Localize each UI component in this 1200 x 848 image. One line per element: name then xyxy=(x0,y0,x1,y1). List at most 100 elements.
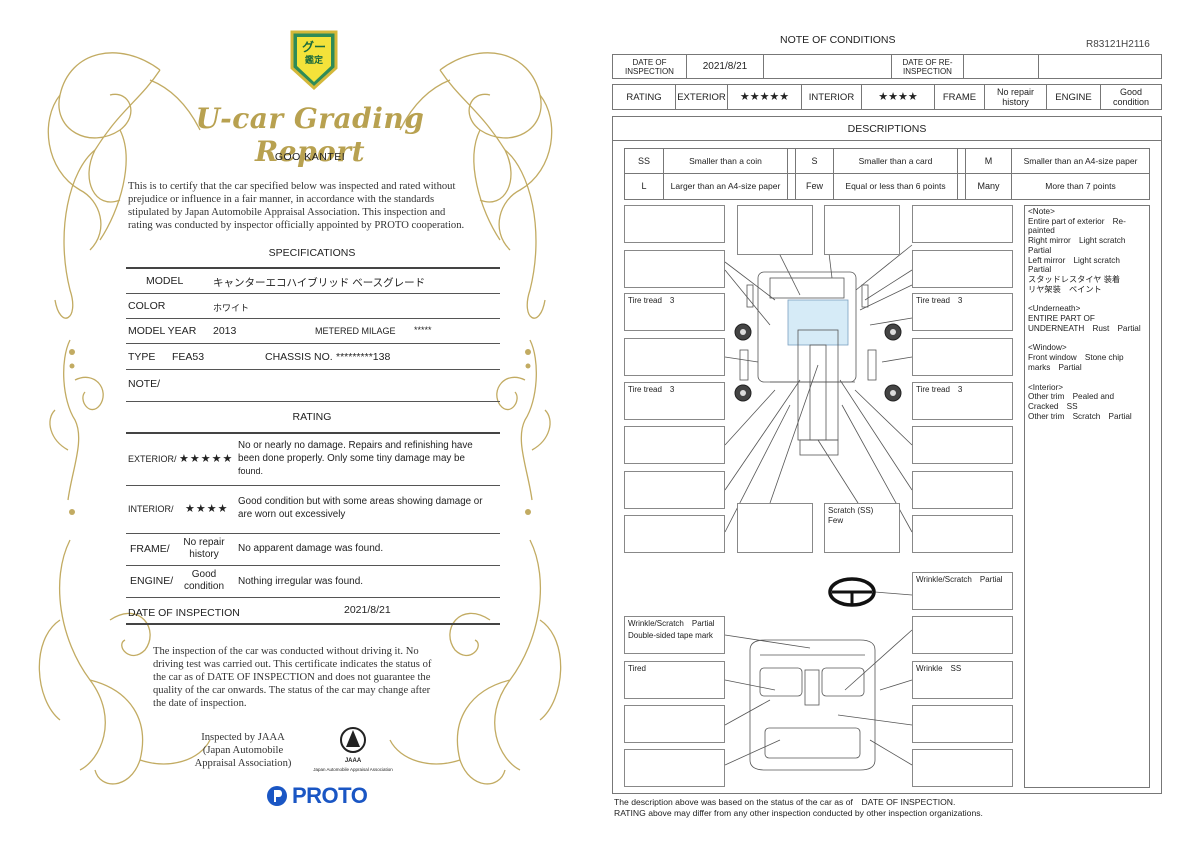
condition-box xyxy=(624,426,725,464)
engine-value: Good condition xyxy=(1100,85,1161,109)
note-spacer xyxy=(1028,373,1150,383)
descriptions-heading: DESCRIPTIONS xyxy=(847,123,927,135)
interior-stars: ★★★★ xyxy=(185,503,229,515)
color-label: COLOR xyxy=(128,300,166,312)
report-title: U-car Grading Report xyxy=(195,102,425,168)
descriptions-panel xyxy=(612,116,1162,794)
exterior-desc-tail: found. xyxy=(238,466,264,476)
intro-line: stipulated by Japan Automobile Appraisal… xyxy=(128,207,446,218)
condition-box xyxy=(912,749,1013,787)
note-label: NOTE/ xyxy=(128,378,161,390)
intro-line: prejudice or influence in a fair manner,… xyxy=(128,194,435,205)
interior-note: Wrinkle/Scratch Partial xyxy=(628,619,715,628)
interior-label: INTERIOR/ xyxy=(128,504,174,514)
legend-code: M xyxy=(965,149,1011,174)
legend-code: L xyxy=(641,181,647,191)
color-value: ホワイト xyxy=(213,303,250,313)
divider xyxy=(126,267,500,269)
jaaa-text: JAAA xyxy=(344,758,362,764)
jaaa-subtext: Japan Automobile Appraisal Association xyxy=(313,767,393,772)
model-value: キャンターエコハイブリッド ベースグレード xyxy=(213,277,426,289)
legend-gap xyxy=(787,174,795,199)
steering-wheel-icon xyxy=(828,577,876,607)
condition-box xyxy=(624,250,725,288)
condition-box xyxy=(737,205,813,255)
legend-code: Few xyxy=(795,174,833,199)
condition-box xyxy=(737,503,813,553)
interior-note-detail: Double-sided tape mark xyxy=(628,631,713,640)
exterior-label: EXTERIOR/ xyxy=(128,454,177,464)
note-line: Cracked SS xyxy=(1028,401,1078,411)
note-line: <Note> xyxy=(1028,207,1055,216)
note-line: Front window Stone chip xyxy=(1028,353,1124,363)
chassis-label: CHASSIS NO. xyxy=(265,351,333,363)
note-line: Partial xyxy=(1028,265,1052,275)
grading-certificate: グー 鑑定 U-car Grading Report GOO KANTEI Th… xyxy=(38,30,562,808)
condition-box xyxy=(912,616,1013,654)
condition-box xyxy=(912,250,1013,288)
legend-text: Smaller than a card xyxy=(833,149,957,174)
divider xyxy=(126,343,500,344)
condition-box xyxy=(624,338,725,376)
condition-box-tire-rear-left: Tire tread 3 xyxy=(624,382,725,420)
inspection-date-row: DATE OF INSPECTION 2021/8/21 DATE OF RE-… xyxy=(612,54,1162,79)
condition-box xyxy=(912,426,1013,464)
milage-label: METERED MILAGE xyxy=(315,326,396,336)
note-line: Other trim Scratch Partial xyxy=(1028,411,1132,421)
interior-description: Good condition but with some areas showi… xyxy=(238,496,483,520)
condition-box xyxy=(624,205,725,243)
divider xyxy=(126,318,500,319)
badge-subtext: 鑑定 xyxy=(304,55,323,65)
legend-text: Smaller than an A4-size paper xyxy=(1011,149,1149,174)
disclaimer-line: The inspection of the car was conducted … xyxy=(153,646,419,657)
note-spacer xyxy=(1028,333,1150,343)
blank-cell xyxy=(1038,55,1161,78)
condition-box xyxy=(824,205,900,255)
divider xyxy=(126,432,500,434)
inspection-date-value: 2021/8/21 xyxy=(344,604,391,616)
note-line: リヤ架装 ペイント xyxy=(1028,284,1102,294)
divider xyxy=(612,140,1162,141)
divider xyxy=(126,623,500,625)
divider xyxy=(126,293,500,294)
note-line: <Interior> xyxy=(1028,382,1064,392)
specifications-heading: SPECIFICATIONS xyxy=(268,247,356,259)
blank-cell xyxy=(763,55,891,78)
condition-box xyxy=(624,515,725,553)
intro-line: This is to certify that the car specifie… xyxy=(128,181,456,192)
legend-code: SS xyxy=(625,149,663,174)
legend-gap xyxy=(787,149,795,174)
condition-box-tire-front-left: Tire tread 3 xyxy=(624,293,725,331)
inspected-by-line: Appraisal Association) xyxy=(194,758,292,769)
interior-stars: ★★★★ xyxy=(861,85,934,109)
condition-box xyxy=(912,515,1013,553)
condition-box-scratch: Scratch (SS) Few xyxy=(824,503,900,553)
inspected-by: Inspected by JAAA (Japan Automobile Appr… xyxy=(188,731,298,770)
frame-label: FRAME/ xyxy=(130,543,170,555)
disclaimer-line: the date of inspection. xyxy=(153,698,247,709)
type-label: TYPE xyxy=(128,351,156,363)
divider xyxy=(126,401,500,402)
report-id: R83121H2116 xyxy=(1086,39,1150,50)
reinspection-date-label: DATE OF RE-INSPECTION xyxy=(891,55,963,78)
note-line: painted xyxy=(1028,226,1055,236)
engine-value: Good condition xyxy=(183,569,225,592)
inspected-by-line: Inspected by JAAA xyxy=(201,732,285,743)
note-line: Other trim Pealed and xyxy=(1028,392,1115,402)
legend-code: Many xyxy=(965,174,1011,199)
footer-note: RATING above may differ from any other i… xyxy=(614,808,983,818)
inspected-by-line: (Japan Automobile xyxy=(202,745,284,756)
condition-box xyxy=(912,705,1013,743)
jaaa-emblem-logo xyxy=(340,727,366,753)
exterior-description: No or nearly no damage. Repairs and refi… xyxy=(238,440,494,478)
conditions-title: NOTE OF CONDITIONS xyxy=(780,34,896,46)
divider xyxy=(126,369,500,370)
inspection-date-value: 2021/8/21 xyxy=(686,55,763,78)
divider xyxy=(126,565,500,566)
condition-box-steering: Wrinkle/Scratch Partial xyxy=(912,572,1013,610)
disclaimer: The inspection of the car was conducted … xyxy=(153,645,473,710)
model-label: MODEL xyxy=(146,275,184,287)
reinspection-date-value xyxy=(963,55,1038,78)
legend-text: Larger than an A4-size paper xyxy=(663,174,787,199)
legend-text: Equal or less than 6 points xyxy=(833,174,957,199)
